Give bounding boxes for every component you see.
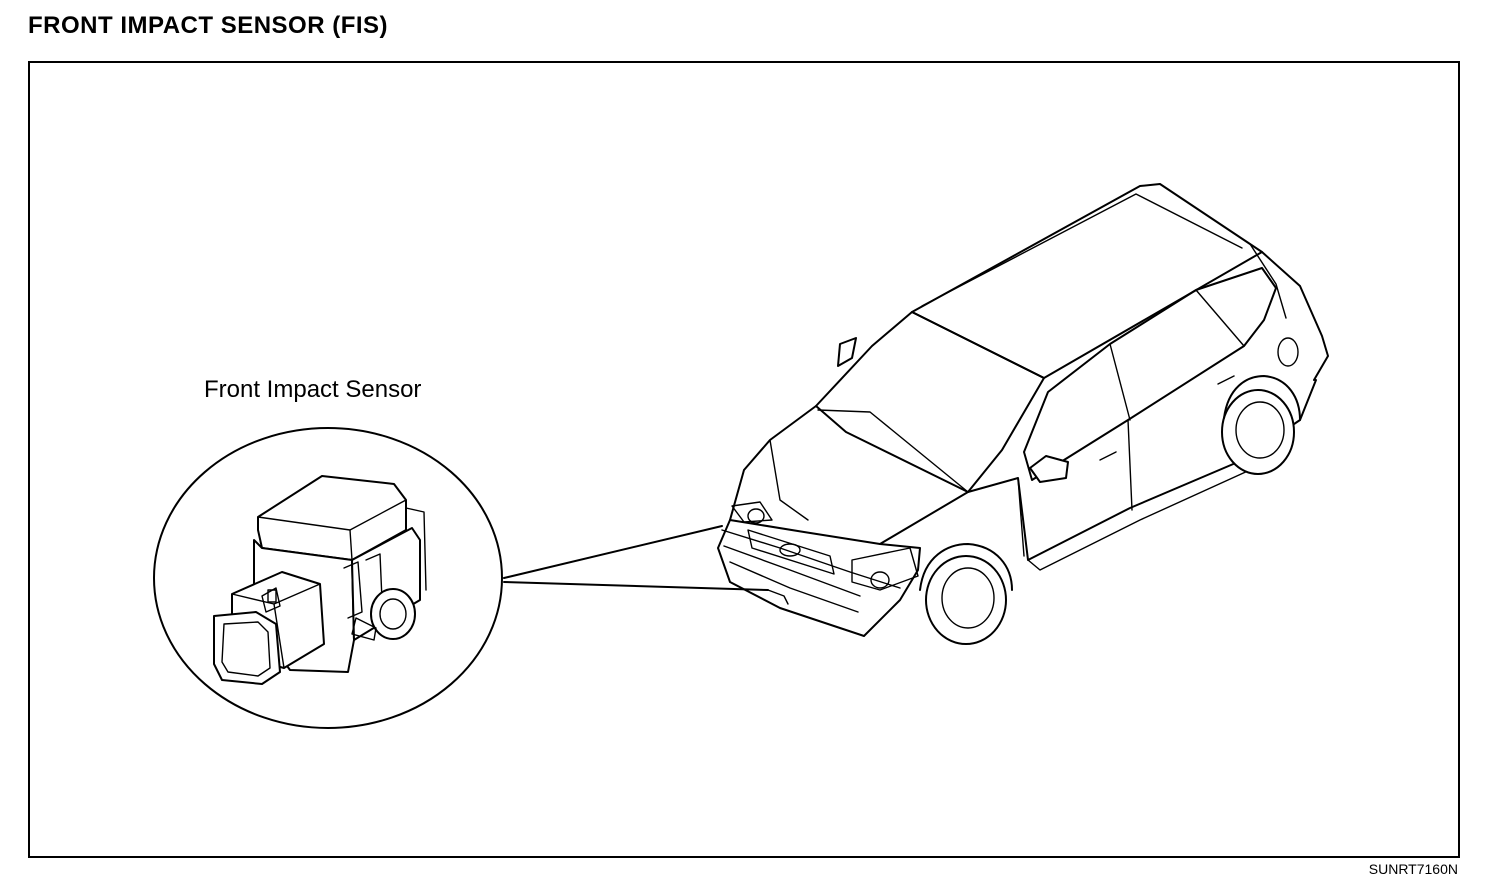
figure-code: SUNRT7160N [1368, 861, 1458, 877]
vehicle-outline-drawing [717, 183, 1329, 645]
figure-frame [28, 61, 1460, 858]
sensor-detail-circle [153, 427, 503, 729]
callout-label-front-impact-sensor: Front Impact Sensor [204, 376, 422, 403]
page-title: FRONT IMPACT SENSOR (FIS) [28, 12, 389, 39]
front-impact-sensor-drawing [213, 475, 427, 685]
callout-leader-lines [503, 525, 769, 591]
